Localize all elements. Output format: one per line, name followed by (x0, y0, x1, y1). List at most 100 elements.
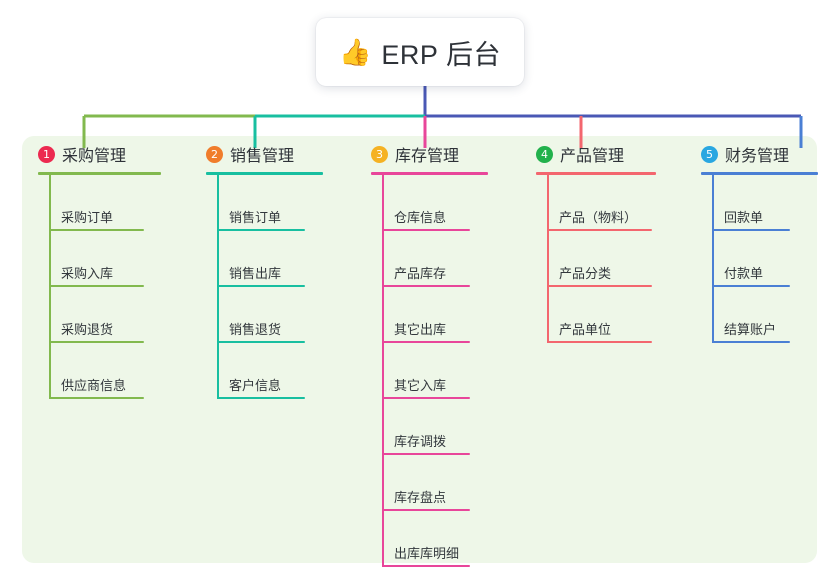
branch-number-badge: 1 (38, 145, 55, 163)
leaf-label: 结算账户 (724, 322, 777, 337)
leaf-node[interactable]: 回款单 (712, 175, 817, 231)
leaf-label: 库存调拨 (394, 434, 447, 449)
leaf-underline (547, 285, 652, 287)
branch-number-badge: 5 (701, 145, 718, 163)
branch-spine (49, 175, 51, 399)
leaf-underline (547, 229, 652, 231)
leaf-node[interactable]: 其它出库 (382, 287, 520, 343)
leaf-node[interactable]: 采购订单 (49, 175, 190, 231)
branch-title: 采购管理 (62, 148, 127, 165)
leaf-underline (382, 509, 470, 511)
branch-leaf-list: 销售订单销售出库销售退货客户信息 (190, 175, 355, 399)
branch-title: 财务管理 (725, 148, 790, 165)
thumbs-up-icon: 👍 (339, 37, 372, 67)
leaf-underline (217, 341, 305, 343)
leaf-node[interactable]: 库存调拨 (382, 399, 520, 455)
leaf-label: 客户信息 (229, 378, 282, 393)
leaf-label: 销售订单 (229, 210, 282, 225)
branch-column-1: 1 采购管理采购订单采购入库采购退货供应商信息 (22, 136, 190, 563)
leaf-label: 供应商信息 (61, 378, 127, 393)
leaf-node[interactable]: 产品分类 (547, 231, 685, 287)
leaf-label: 仓库信息 (394, 210, 447, 225)
leaf-underline (712, 229, 790, 231)
leaf-node[interactable]: 客户信息 (217, 343, 355, 399)
branch-title: 库存管理 (395, 148, 460, 165)
leaf-node[interactable]: 产品（物料） (547, 175, 685, 231)
leaf-underline (217, 229, 305, 231)
leaf-underline (49, 229, 144, 231)
leaf-underline (49, 341, 144, 343)
leaf-node[interactable]: 供应商信息 (49, 343, 190, 399)
branch-header-3[interactable]: 3 库存管理 (355, 136, 520, 172)
branches-panel (22, 136, 817, 563)
leaf-underline (217, 285, 305, 287)
branch-header-2[interactable]: 2 销售管理 (190, 136, 355, 172)
leaf-label: 其它入库 (394, 378, 447, 393)
branch-header-1[interactable]: 1 采购管理 (22, 136, 190, 172)
leaf-node[interactable]: 采购入库 (49, 231, 190, 287)
leaf-underline (382, 285, 470, 287)
leaf-underline (382, 453, 470, 455)
branch-header-underline (371, 172, 488, 175)
leaf-label: 其它出库 (394, 322, 447, 337)
branch-column-4: 4 产品管理产品（物料） 产品分类产品单位 (520, 136, 685, 563)
branch-number-badge: 2 (206, 145, 223, 163)
leaf-label: 产品分类 (559, 266, 612, 281)
leaf-label: 回款单 (724, 210, 764, 225)
leaf-label: 采购退货 (61, 322, 114, 337)
leaf-node[interactable]: 结算账户 (712, 287, 817, 343)
leaf-underline (382, 565, 470, 567)
leaf-node[interactable]: 出库库明细 (382, 511, 520, 567)
branch-leaf-list: 采购订单采购入库采购退货供应商信息 (22, 175, 190, 399)
branch-spine (217, 175, 219, 399)
leaf-node[interactable]: 销售订单 (217, 175, 355, 231)
leaf-node[interactable]: 采购退货 (49, 287, 190, 343)
branch-column-5: 5 财务管理回款单付款单结算账户 (685, 136, 818, 563)
branch-title: 产品管理 (560, 148, 625, 165)
leaf-node[interactable]: 库存盘点 (382, 455, 520, 511)
leaf-label: 采购入库 (61, 266, 114, 281)
branch-number-badge: 4 (536, 145, 553, 163)
branch-spine (547, 175, 549, 343)
branch-header-underline (38, 172, 161, 175)
leaf-underline (217, 397, 305, 399)
branch-leaf-list: 产品（物料） 产品分类产品单位 (520, 175, 685, 343)
leaf-node[interactable]: 付款单 (712, 231, 817, 287)
leaf-label: 销售退货 (229, 322, 282, 337)
branch-columns: 1 采购管理采购订单采购入库采购退货供应商信息 2 销售管理销售订单销售出库销售退货客… (22, 136, 818, 567)
leaf-node[interactable]: 产品库存 (382, 231, 520, 287)
branch-spine (382, 175, 384, 567)
leaf-node[interactable]: 销售退货 (217, 287, 355, 343)
leaf-label: 库存盘点 (394, 490, 447, 505)
leaf-underline (382, 341, 470, 343)
branch-header-underline (701, 172, 818, 175)
leaf-node[interactable]: 产品单位 (547, 287, 685, 343)
root-node-card[interactable]: 👍 ERP 后台 (316, 18, 524, 86)
leaf-label: 销售出库 (229, 266, 282, 281)
branch-number-badge: 3 (371, 145, 388, 163)
root-title: ERP 后台 (381, 39, 501, 70)
branch-header-5[interactable]: 5 财务管理 (685, 136, 817, 172)
branch-header-4[interactable]: 4 产品管理 (520, 136, 685, 172)
leaf-node[interactable]: 销售出库 (217, 231, 355, 287)
leaf-underline (382, 229, 470, 231)
leaf-underline (49, 397, 144, 399)
branch-title: 销售管理 (230, 148, 295, 165)
leaf-node[interactable]: 其它入库 (382, 343, 520, 399)
leaf-label: 产品单位 (559, 322, 612, 337)
leaf-underline (712, 341, 790, 343)
leaf-label: 采购订单 (61, 210, 114, 225)
leaf-label: 出库库明细 (394, 546, 460, 561)
leaf-label: 付款单 (724, 266, 764, 281)
leaf-underline (547, 341, 652, 343)
branch-leaf-list: 回款单付款单结算账户 (685, 175, 817, 343)
leaf-label: 产品库存 (394, 266, 447, 281)
branch-column-3: 3 库存管理仓库信息产品库存其它出库其它入库库存调拨库存盘点出库库明细 (355, 136, 520, 567)
branch-column-2: 2 销售管理销售订单销售出库销售退货客户信息 (190, 136, 355, 563)
leaf-underline (49, 285, 144, 287)
leaf-label: 产品（物料） (559, 210, 638, 225)
leaf-underline (712, 285, 790, 287)
leaf-node[interactable]: 仓库信息 (382, 175, 520, 231)
branch-leaf-list: 仓库信息产品库存其它出库其它入库库存调拨库存盘点出库库明细 (355, 175, 520, 567)
leaf-underline (382, 397, 470, 399)
